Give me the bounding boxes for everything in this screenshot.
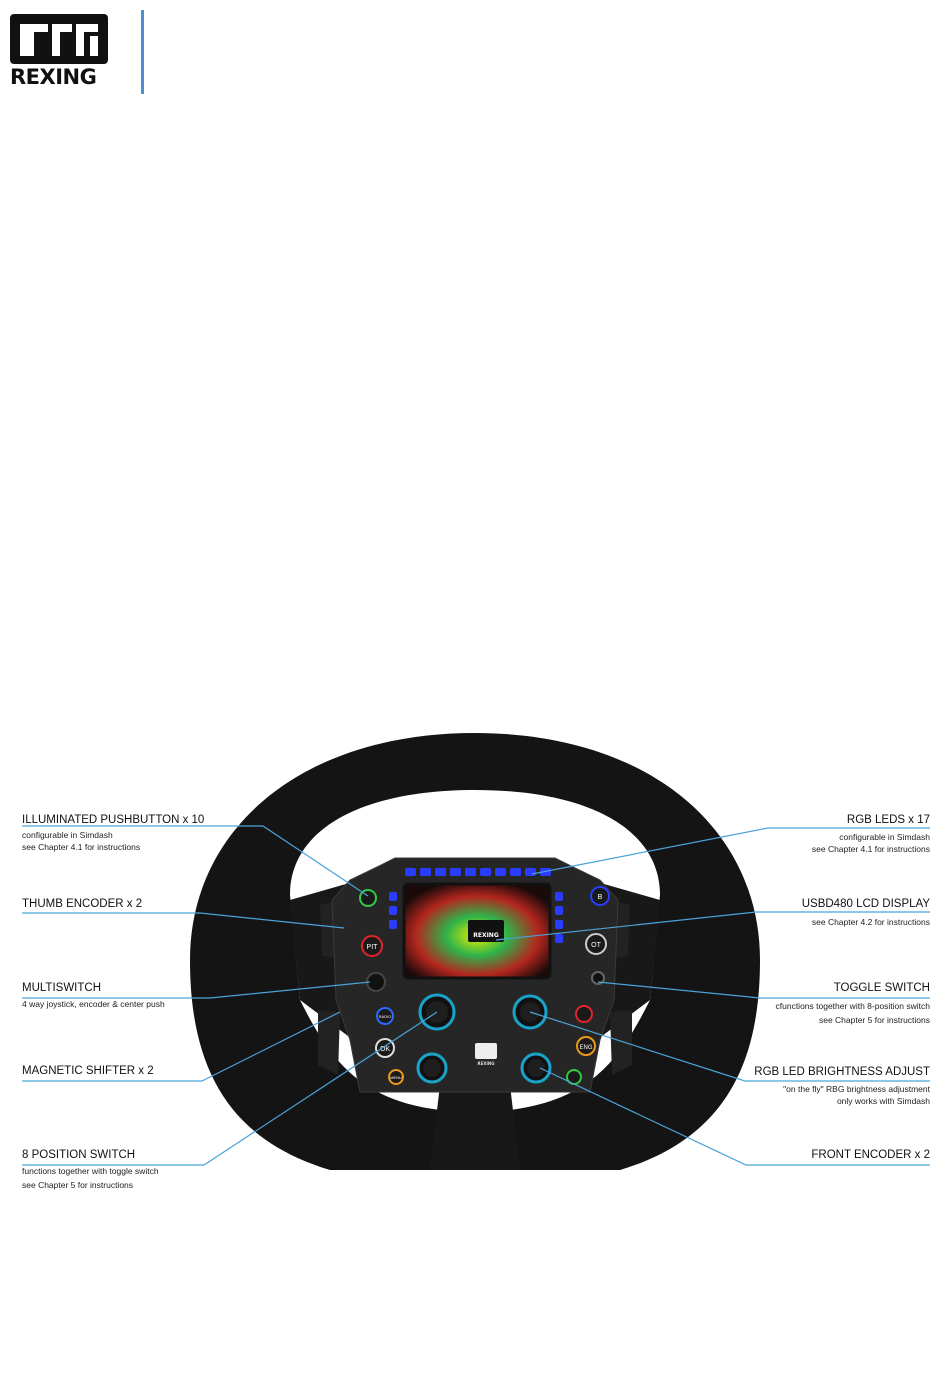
callout-line-2: only works with Simdash (836, 1096, 930, 1106)
radio-button (376, 1007, 394, 1025)
eng-button (576, 1036, 596, 1056)
callout-line-1: 4 way joystick, encoder & center push (22, 999, 165, 1009)
paddle-right-lower (610, 1010, 632, 1075)
callout-magnetic-shifter: MAGNETIC SHIFTER x 2 (22, 1064, 154, 1078)
callout-title: USBD480 LCD DISPLAY (801, 898, 930, 910)
lcd-logo-icon (468, 920, 504, 942)
menu-button (388, 1069, 404, 1085)
center-logo-text: REXING (477, 1061, 494, 1066)
callout-title: ILLUMINATED PUSHBUTTON x 10 (22, 814, 205, 826)
eng-button-label: ENG (579, 1045, 592, 1051)
callout-line-2: see Chapter 5 for instructions (818, 1015, 930, 1025)
callout-rgb-leds: RGB LEDS x 17 configurable in Simdash se… (812, 813, 930, 855)
callout-title: RGB LEDS x 17 (846, 814, 930, 826)
callout-line-1: cfunctions together with 8-position swit… (775, 1001, 931, 1011)
ot-button (585, 933, 607, 955)
radio-button-label: RADIO (379, 1014, 392, 1019)
wheel-spoke-bottom (430, 1085, 520, 1170)
callout-line-1: "on the fly" RBG brightness adjustment (783, 1084, 930, 1094)
red-button (575, 1005, 593, 1023)
callout-line-2: see Chapter 5 for instructions (22, 1180, 134, 1190)
callout-title: 8 POSITION SWITCH (22, 1149, 136, 1161)
header-divider (141, 10, 144, 94)
callout-lines-left (22, 825, 438, 1166)
lcd-logo-text: REXING (473, 932, 499, 939)
front-encoder-left-knob (423, 1059, 441, 1077)
callout-multiswitch: MULTISWITCH 4 way joystick, encoder & ce… (22, 981, 165, 1010)
rexing-logo: REXING (10, 14, 108, 88)
callout-title: MULTISWITCH (22, 982, 102, 994)
pit-button (361, 935, 383, 957)
callout-line-1: functions together with toggle switch (22, 1166, 159, 1176)
callout-illuminated-pushbutton: ILLUMINATED PUSHBUTTON x 10 configurable… (22, 813, 204, 853)
logo-mark-icon (10, 14, 108, 64)
callout-title: TOGGLE SWITCH (833, 982, 930, 994)
b-button (590, 886, 610, 906)
callout-line-1: configurable in Simdash (839, 832, 930, 842)
callout-thumb-encoder: THUMB ENCODER x 2 (22, 897, 142, 911)
callout-title: MAGNETIC SHIFTER x 2 (22, 1065, 154, 1077)
rgb-led-strip (389, 868, 563, 943)
callout-line-1: configurable in Simdash (22, 830, 113, 840)
pit-button-label: PIT (367, 944, 379, 951)
callout-brightness-adjust: RGB LED BRIGHTNESS ADJUST "on the fly" R… (754, 1065, 930, 1107)
callout-line-1: see Chapter 4.2 for instructions (811, 917, 930, 927)
callout-lcd-display: USBD480 LCD DISPLAY see Chapter 4.2 for … (802, 897, 930, 928)
callout-toggle-switch: TOGGLE SWITCH cfunctions together with 8… (776, 981, 931, 1026)
callout-position-switch: 8 POSITION SWITCH functions together wit… (22, 1148, 159, 1191)
front-encoder-right-knob (527, 1059, 545, 1077)
ok-button-label: OK (380, 1046, 390, 1053)
callout-title: THUMB ENCODER x 2 (22, 898, 143, 910)
menu-button-label: MENU (390, 1075, 402, 1080)
paddle-left-lower (318, 1010, 340, 1075)
b-button-label: B (598, 894, 603, 901)
steering-wheel-illustration: REXING PIT RADIO OK MENU B OT ENG REXING (22, 733, 930, 1170)
logo-wordmark: REXING (10, 65, 97, 89)
callout-lines-right (495, 827, 930, 1166)
toggle-switch (591, 971, 605, 985)
callout-line-2: see Chapter 4.1 for instructions (811, 844, 930, 854)
center-logo-icon (475, 1043, 497, 1059)
ot-button-label: OT (591, 942, 601, 949)
callout-front-encoder: FRONT ENCODER x 2 (811, 1148, 930, 1162)
callout-title: FRONT ENCODER x 2 (811, 1149, 930, 1161)
callout-line-2: see Chapter 4.1 for instructions (22, 842, 141, 852)
callout-title: RGB LED BRIGHTNESS ADJUST (754, 1066, 930, 1078)
